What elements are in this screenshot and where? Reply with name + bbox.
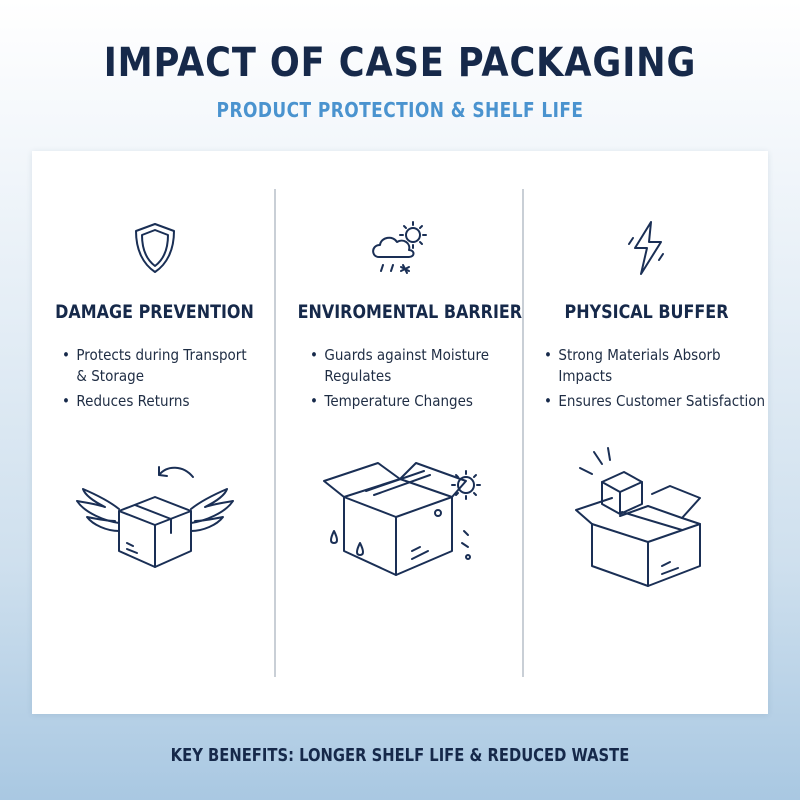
shield-icon [32, 213, 277, 283]
winged-box-icon [32, 436, 277, 596]
impact-box-icon [524, 436, 769, 596]
page-subtitle: PRODUCT PROTECTION & SHELF LIFE [216, 98, 584, 122]
list-item: Regulates [324, 367, 392, 385]
list-item: Protects during Transport [62, 345, 247, 366]
content-panel: DAMAGE PREVENTION Protects during Transp… [32, 151, 768, 714]
column-divider [522, 189, 524, 677]
column-heading: PHYSICAL BUFFER [564, 301, 729, 323]
list-item: Ensures Customer Satisfaction [544, 391, 765, 412]
list-item: Reduces Returns [62, 391, 247, 412]
key-benefits-footer: KEY BENEFITS: LONGER SHELF LIFE & REDUCE… [170, 745, 630, 766]
list-item: Temperature Changes [310, 391, 489, 412]
column-heading: DAMAGE PREVENTION [55, 301, 254, 323]
column-heading: ENVIROMENTAL BARRIER [297, 301, 523, 323]
column-physical-buffer: PHYSICAL BUFFER Strong Materials Absorb … [524, 151, 769, 714]
weather-box-icon [278, 436, 523, 596]
lightning-icon [524, 213, 769, 283]
page-title: IMPACT OF CASE PACKAGING [103, 40, 697, 86]
column-divider [274, 189, 276, 677]
bullet-list: Guards against Moisture Regulates Temper… [310, 345, 509, 416]
list-item: & Storage [76, 367, 145, 385]
column-environmental-barrier: ENVIROMENTAL BARRIER Guards against Mois… [278, 151, 523, 714]
bullet-list: Protects during Transport & Storage Redu… [62, 345, 267, 416]
list-item: Strong Materials Absorb [544, 345, 765, 366]
list-item: Impacts [558, 367, 613, 385]
list-item: Guards against Moisture [310, 345, 489, 366]
weather-icon [278, 213, 523, 283]
column-damage-prevention: DAMAGE PREVENTION Protects during Transp… [32, 151, 277, 714]
bullet-list: Strong Materials Absorb Impacts Ensures … [544, 345, 790, 416]
